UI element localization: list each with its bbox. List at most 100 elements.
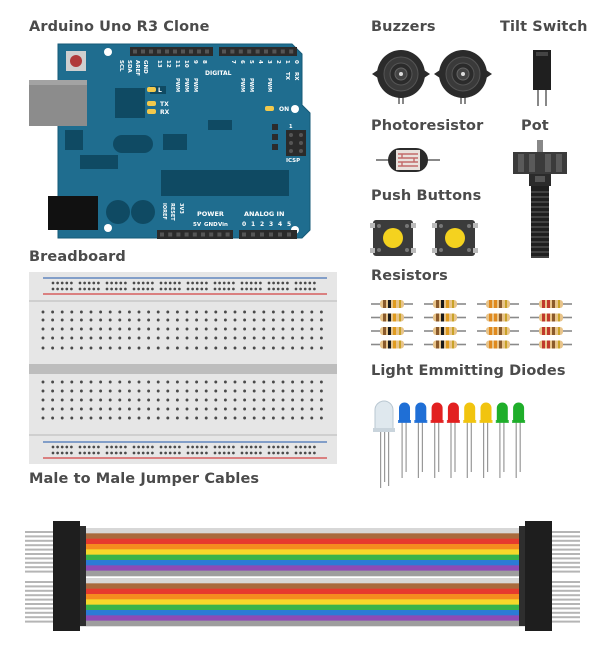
- resistor: [530, 313, 572, 322]
- pin-label: 10: [183, 60, 189, 68]
- power-pin-label: IOREF: [161, 203, 167, 220]
- resistor: [371, 313, 413, 322]
- leds-title: Light Emmitting Diodes: [371, 363, 566, 379]
- pwm-label: PWM: [248, 78, 254, 92]
- tx-led: [147, 101, 156, 106]
- buzzer-1: [372, 50, 430, 104]
- resistor: [530, 327, 572, 335]
- tilt-switch: [533, 50, 551, 106]
- resistor: [477, 300, 519, 308]
- resistor: [477, 340, 519, 349]
- pwm-label: PWM: [266, 78, 272, 92]
- resistors-title: Resistors: [371, 268, 448, 284]
- led: [512, 402, 526, 478]
- photoresistor-title: Photoresistor: [371, 118, 484, 134]
- arduino-title: Arduino Uno R3 Clone: [29, 19, 210, 35]
- resistors: [371, 300, 572, 349]
- on-led-label: ON: [279, 106, 289, 113]
- digital-header-left: [130, 47, 213, 56]
- pin-label: 4: [257, 60, 263, 64]
- push-buttons-title: Push Buttons: [371, 188, 482, 204]
- tilt-switch-title: Tilt Switch: [500, 19, 588, 35]
- pwm-label: PWM: [192, 78, 198, 92]
- resistor: [371, 340, 413, 349]
- cables-title: Male to Male Jumper Cables: [29, 471, 260, 487]
- resistor: [477, 313, 519, 322]
- pin-label: SDA: [126, 60, 132, 74]
- resistor: [424, 300, 466, 308]
- pin-label: 3: [266, 60, 272, 64]
- power-jack: [48, 196, 98, 230]
- breadboard-center-channel: [29, 364, 337, 374]
- analog-pin-label: 4: [278, 221, 282, 228]
- icsp-pin-label: 1: [289, 124, 293, 130]
- tx-pin-label: TX: [284, 72, 290, 81]
- led: [446, 402, 460, 478]
- analog-pin-label: 1: [251, 221, 255, 228]
- push-button-2: [432, 220, 478, 256]
- on-led: [265, 106, 274, 111]
- pin-label: SCL: [118, 60, 124, 72]
- potentiometer: [513, 140, 567, 258]
- rx-led-label: RX: [160, 109, 170, 116]
- pin-label: GND: [142, 60, 148, 74]
- resistor: [530, 300, 572, 308]
- rx-led: [147, 109, 156, 114]
- pin-label: 7: [230, 60, 236, 64]
- pin-label: 6: [239, 60, 245, 64]
- analog-in-label: ANALOG IN: [244, 210, 284, 218]
- push-button-1: [370, 220, 416, 256]
- microcontroller: [161, 170, 289, 196]
- icsp-label: ICSP: [286, 158, 300, 164]
- l-led-label: L: [158, 87, 162, 94]
- led: [479, 402, 493, 478]
- usb-port: [29, 80, 87, 126]
- resistor: [424, 340, 466, 349]
- buzzers-title: Buzzers: [371, 19, 436, 35]
- pin-label: 5: [248, 60, 254, 64]
- buzzers: [372, 50, 492, 104]
- analog-header: [239, 230, 297, 239]
- led: [414, 402, 428, 478]
- analog-pin-label: 3: [269, 221, 273, 228]
- power-label: POWER: [197, 210, 224, 218]
- power-pin-label: 5V: [193, 222, 202, 228]
- power-pin-label: GND: [204, 222, 218, 228]
- pin-label: 9: [192, 60, 198, 64]
- power-pin-label: RESET: [169, 203, 175, 221]
- pin-label: 11: [174, 60, 180, 68]
- cable-bundle: [25, 571, 580, 631]
- pin-label: 0: [293, 60, 299, 64]
- led: [495, 402, 509, 478]
- buzzer-2: [434, 50, 492, 104]
- pin-label: 1: [284, 60, 290, 64]
- capacitor: [106, 200, 130, 224]
- tx-led-label: TX: [160, 101, 169, 108]
- pin-label: 12: [165, 60, 171, 68]
- analog-pin-label: 0: [242, 221, 246, 228]
- pin-label: AREF: [134, 60, 140, 76]
- photoresistor: [376, 148, 440, 172]
- rx-pin-label: RX: [293, 72, 299, 81]
- push-buttons: [370, 220, 478, 256]
- jumper-cables: [25, 521, 580, 631]
- analog-pin-label: 2: [260, 221, 264, 228]
- pin-label: 8: [201, 60, 207, 64]
- pwm-label: PWM: [183, 78, 189, 92]
- resistor: [371, 327, 413, 335]
- breadboard-title: Breadboard: [29, 249, 126, 265]
- pot-title: Pot: [521, 118, 549, 134]
- led: [463, 402, 477, 478]
- led: [430, 402, 444, 478]
- pin-label: 13: [156, 60, 162, 68]
- resistor: [424, 313, 466, 322]
- led: [373, 400, 395, 488]
- led: [398, 402, 411, 478]
- power-pin-label: 3V3: [178, 203, 184, 214]
- pwm-label: PWM: [239, 78, 245, 92]
- analog-pin-label: 5: [287, 221, 291, 228]
- resistor: [530, 340, 572, 349]
- l-led: [147, 87, 156, 92]
- resistor: [477, 327, 519, 335]
